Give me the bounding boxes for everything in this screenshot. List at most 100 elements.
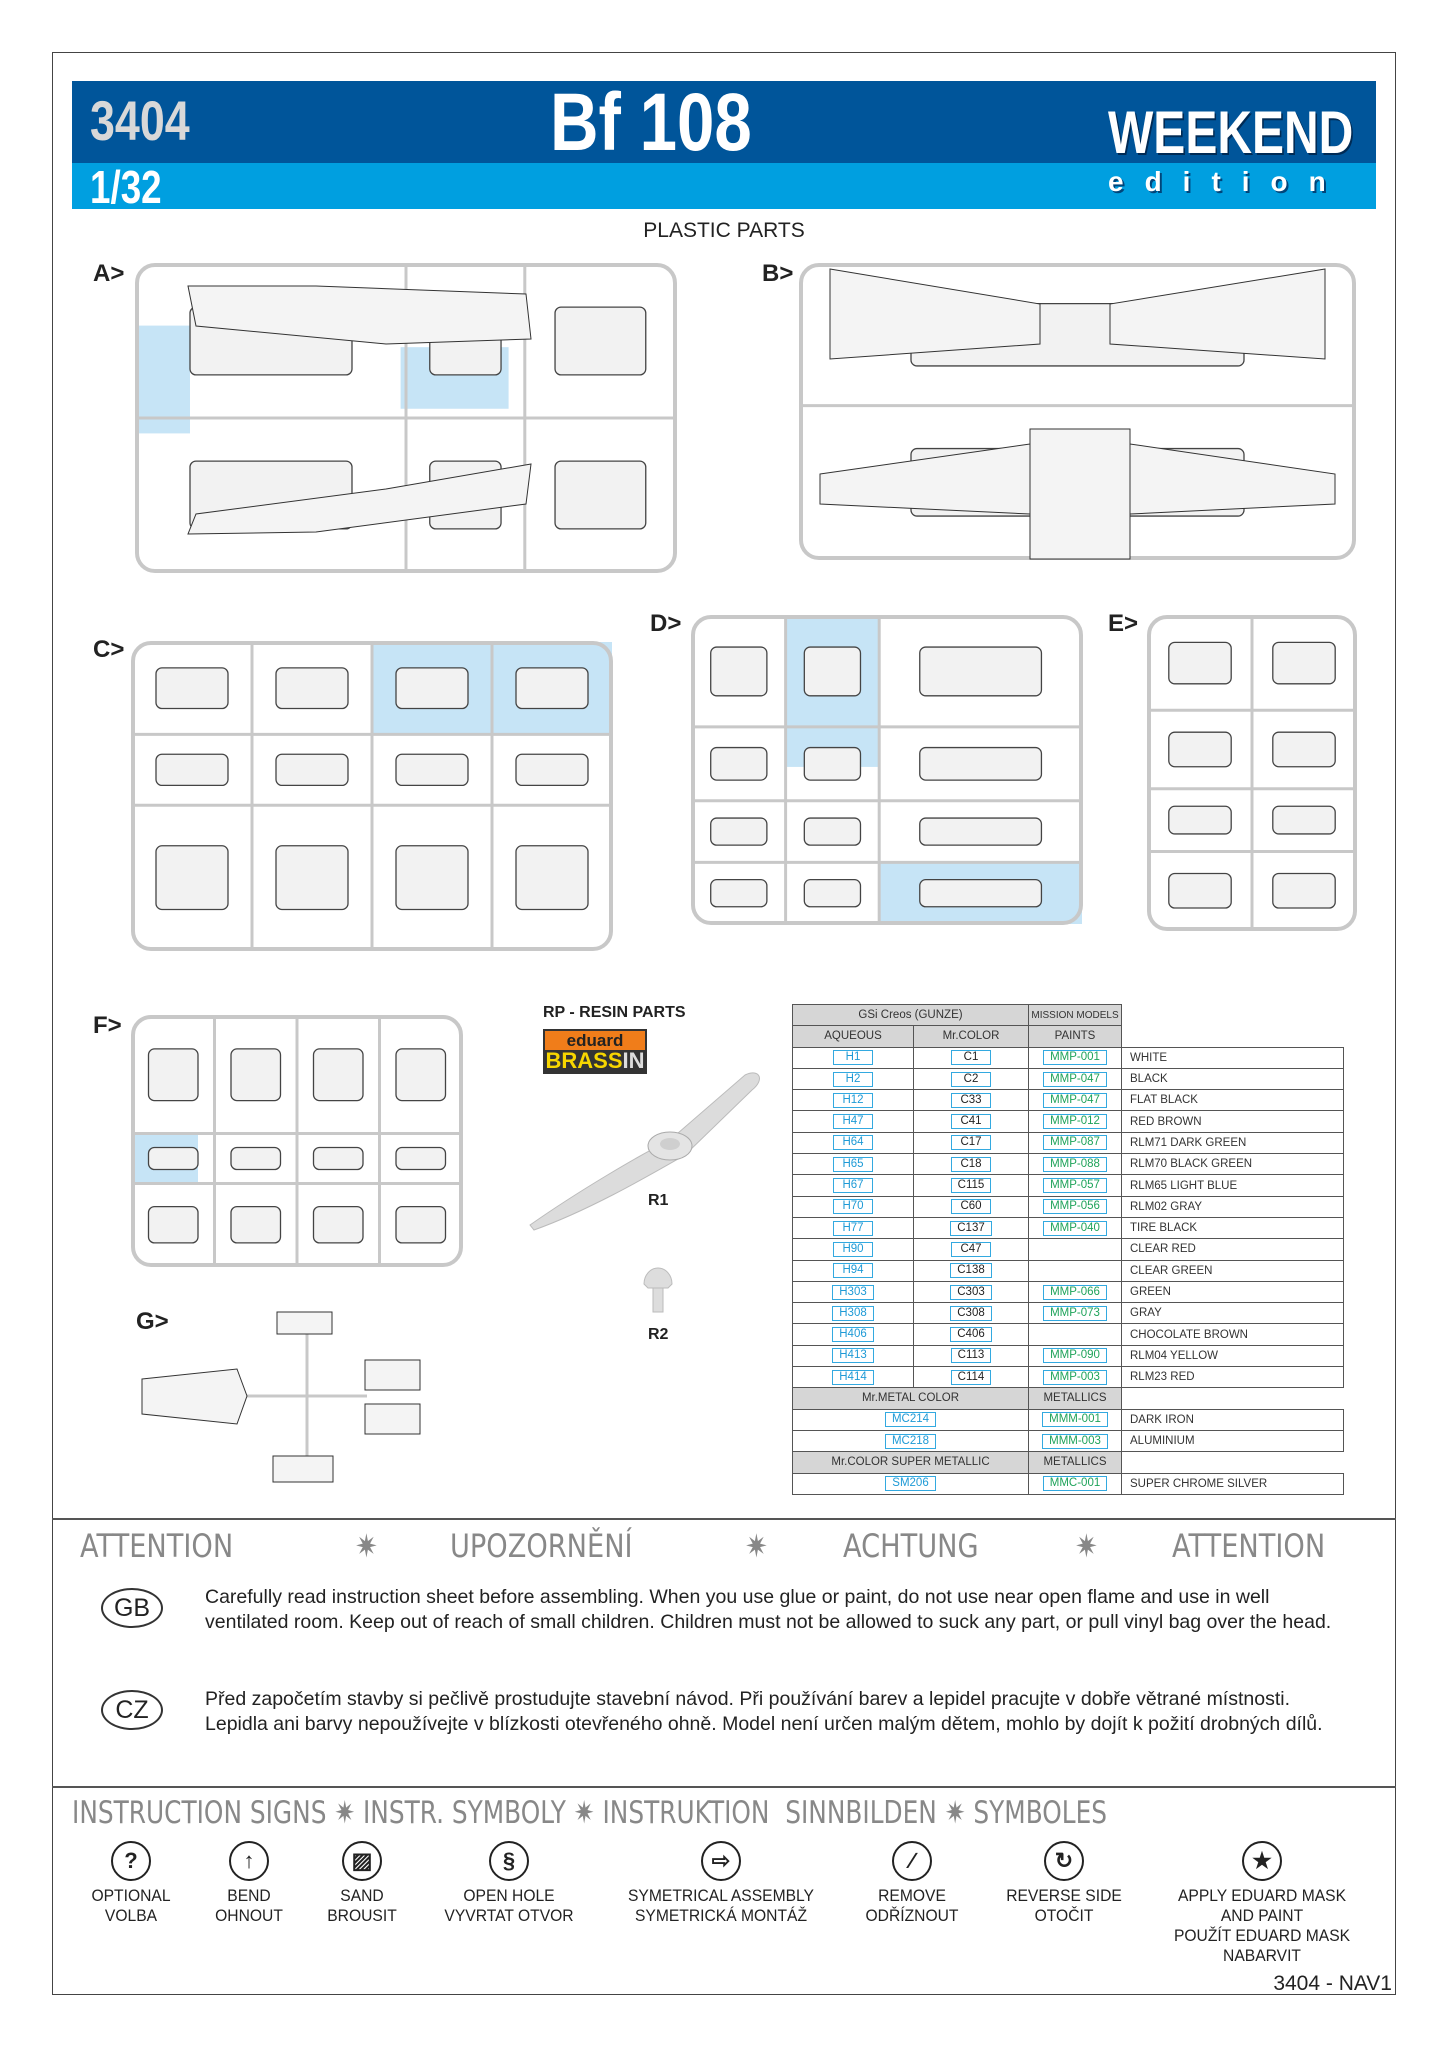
mr-color-cell-code: C114 xyxy=(950,1369,992,1385)
sprue-label-f: F> xyxy=(93,1012,122,1039)
mission-models-cell: MMP-012 xyxy=(1028,1110,1122,1133)
part-outline xyxy=(1168,641,1232,685)
sign-label-cz: VOLBA xyxy=(104,1906,158,1925)
mission-models-cell-code: MMP-047 xyxy=(1043,1092,1107,1108)
part-outline xyxy=(554,460,647,530)
part-outline xyxy=(919,878,1043,908)
mr-color-cell-code: C60 xyxy=(951,1199,991,1215)
sign-label-cz: BROUSIT xyxy=(327,1906,397,1925)
subheader-metallics: METALLICS xyxy=(1028,1451,1122,1474)
kit-title: Bf 108 xyxy=(550,77,752,168)
part-outline xyxy=(710,746,768,781)
part-outline xyxy=(395,667,469,710)
aqueous-cell: H70 xyxy=(792,1195,914,1218)
aqueous-cell-code: H47 xyxy=(833,1114,873,1130)
attention-heading-en: ATTENTION xyxy=(80,1527,234,1565)
aqueous-cell-code: H70 xyxy=(833,1199,873,1215)
aqueous-cell: H94 xyxy=(792,1259,914,1282)
logo-eduard: eduard xyxy=(545,1031,645,1050)
part-outline xyxy=(312,1146,364,1171)
attention-heading-cz: UPOZORNĚNÍ xyxy=(450,1527,633,1565)
part-outline xyxy=(395,1146,447,1171)
aqueous-cell: H47 xyxy=(792,1110,914,1133)
sign-label-en: REVERSE SIDE xyxy=(1006,1886,1122,1905)
sign-label-cz: OTOČIT xyxy=(1034,1906,1094,1925)
sprue-e-drawing xyxy=(1147,615,1357,931)
mission-models-cell: MMP-087 xyxy=(1028,1131,1122,1155)
kit-scale: 1/32 xyxy=(90,161,162,213)
mr-color-cell-code: C2 xyxy=(951,1071,991,1087)
part-outline xyxy=(147,1048,199,1102)
mr-color-cell: C114 xyxy=(913,1366,1029,1389)
aqueous-cell-code: H12 xyxy=(833,1092,873,1108)
header-mr-color: Mr.COLOR xyxy=(913,1025,1029,1048)
drill-icon: § xyxy=(489,1841,529,1881)
part-outline xyxy=(1168,731,1232,768)
metal-code-cell: SM206 xyxy=(792,1472,1029,1495)
mr-color-cell: C17 xyxy=(913,1131,1029,1155)
mission-models-cell: MMP-056 xyxy=(1028,1195,1122,1218)
part-outline xyxy=(554,306,647,376)
color-name: RLM71 DARK GREEN xyxy=(1121,1131,1344,1155)
mr-color-cell: C2 xyxy=(913,1067,1029,1091)
color-name: TIRE BLACK xyxy=(1121,1216,1344,1240)
mission-models-cell: MMP-040 xyxy=(1028,1216,1122,1240)
part-outline xyxy=(147,1146,199,1171)
kit-number: 3404 xyxy=(90,89,190,152)
part-outline xyxy=(147,1205,199,1244)
mission-models-cell: MMP-073 xyxy=(1028,1302,1122,1325)
mr-color-cell-code: C33 xyxy=(951,1092,991,1108)
aqueous-cell-code: H303 xyxy=(832,1284,874,1300)
part-outline xyxy=(155,845,229,911)
mr-color-cell-code: C406 xyxy=(950,1327,992,1343)
mr-color-cell-code: C41 xyxy=(951,1114,991,1130)
mr-color-cell: C18 xyxy=(913,1153,1029,1176)
sign-label-cz: OHNOUT xyxy=(215,1906,283,1925)
mission-models-cell: MMM-001 xyxy=(1028,1408,1122,1431)
part-outline xyxy=(515,753,589,787)
aqueous-cell-code: H308 xyxy=(832,1305,874,1321)
part-outline xyxy=(803,817,862,846)
reverse-icon: ↻ xyxy=(1044,1841,1084,1881)
color-name: CLEAR RED xyxy=(1121,1238,1344,1261)
mission-models-cell-code: MMP-001 xyxy=(1043,1050,1107,1066)
color-name: GRAY xyxy=(1121,1302,1344,1325)
part-outline xyxy=(395,1205,447,1244)
brassin-logo: eduard BRASSIN xyxy=(543,1029,647,1074)
aqueous-cell-code: H1 xyxy=(833,1050,873,1066)
header-band-dark xyxy=(72,81,1376,163)
mr-color-cell: C115 xyxy=(913,1174,1029,1197)
color-name: GREEN xyxy=(1121,1280,1344,1304)
mission-models-cell-code: MMP-047 xyxy=(1043,1071,1107,1087)
attention-separator: ✷ xyxy=(1075,1527,1098,1565)
logo-brassin: BRASSIN xyxy=(545,1048,645,1073)
mr-color-cell-code: C115 xyxy=(950,1178,992,1194)
mr-color-cell-code: C17 xyxy=(951,1135,991,1151)
aqueous-cell: H2 xyxy=(792,1067,914,1091)
mr-color-cell-code: C18 xyxy=(951,1156,991,1172)
mission-models-cell xyxy=(1028,1238,1122,1261)
mr-color-cell: C406 xyxy=(913,1323,1029,1346)
aqueous-cell-code: H65 xyxy=(833,1156,873,1172)
mission-models-cell-code: MMP-088 xyxy=(1043,1156,1107,1172)
mr-color-cell-code: C47 xyxy=(951,1241,991,1257)
mission-models-cell-code: MMP-087 xyxy=(1043,1135,1107,1151)
sign-label-en: APPLY EDUARD MASK AND PAINT xyxy=(1177,1886,1347,1925)
part-outline xyxy=(710,646,768,697)
subheader-super_rows: Mr.COLOR SUPER METALLIC xyxy=(792,1451,1029,1474)
color-name: RED BROWN xyxy=(1121,1110,1344,1133)
metal-code-cell: MC218 xyxy=(792,1429,1029,1453)
aqueous-cell-code: H90 xyxy=(833,1241,873,1257)
